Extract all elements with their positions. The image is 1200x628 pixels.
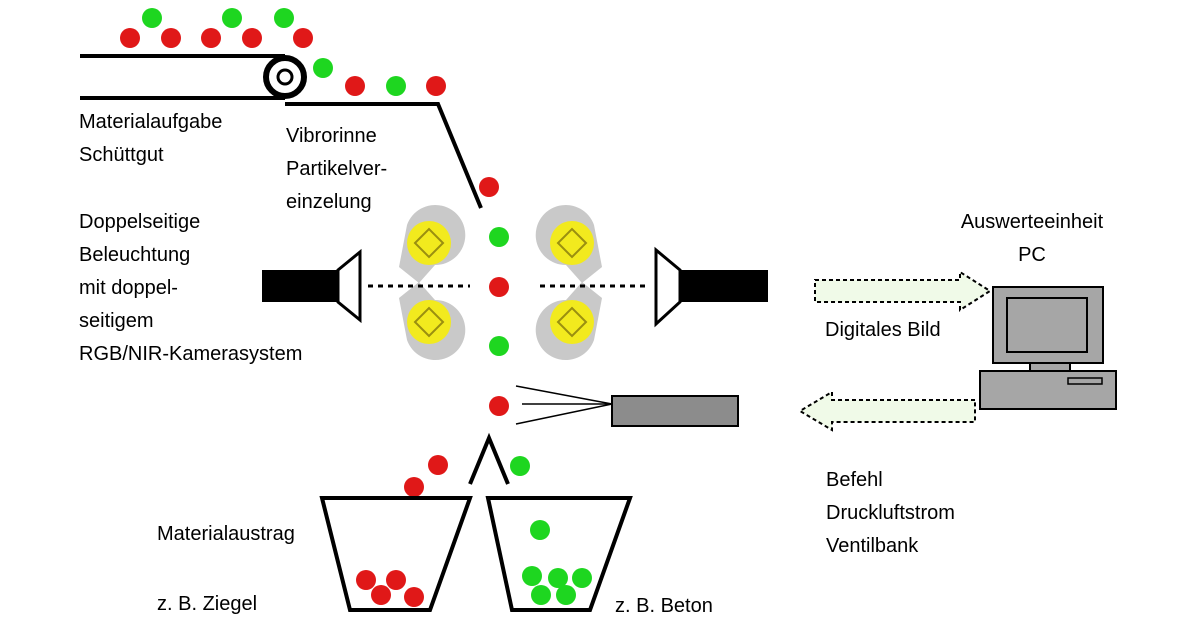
label-vibro: Vibrorinne Partikelver- einzelung (286, 120, 387, 219)
label-example-left: z. B. Ziegel (157, 593, 258, 615)
lamp-icon (534, 204, 603, 284)
label-feed-line-1: Materialaufgabe (79, 111, 223, 133)
label-evaluation-line-2: PC (1018, 244, 1046, 266)
green-particle (313, 58, 333, 78)
red-particle (404, 477, 424, 497)
green-particle (142, 8, 162, 28)
vibro-chute (285, 102, 483, 209)
label-lighting-line-2: Beleuchtung (79, 244, 191, 266)
label-discharge: Materialaustrag (157, 523, 295, 545)
red-particle (426, 76, 446, 96)
red-particle (386, 570, 406, 590)
label-command: Befehl Druckluftstrom Ventilbank (826, 464, 955, 563)
block-arrow-icon (798, 390, 976, 432)
lamp-icon (534, 281, 603, 361)
green-particle (548, 568, 568, 588)
label-lighting: Doppelseitige Beleuchtung mit doppel- se… (79, 206, 302, 371)
label-vibro-line-2: Partikelver- (286, 158, 388, 180)
label-command-line-1: Befehl (826, 469, 883, 491)
lamp-icon (398, 281, 467, 361)
label-lighting-line-1: Doppelseitige (79, 211, 201, 233)
camera-icon (654, 246, 768, 328)
label-lighting-line-5: RGB/NIR-Kamerasystem (79, 343, 303, 365)
splitter (468, 432, 510, 485)
label-lighting-line-3: mit doppel- (79, 277, 178, 299)
label-lighting-line-4: seitigem (79, 310, 154, 332)
green-particle (530, 520, 550, 540)
label-command-line-2: Druckluftstrom (826, 502, 955, 524)
lamp-icon (398, 204, 467, 284)
green-particle (386, 76, 406, 96)
bin-right-particles (522, 520, 592, 605)
block-arrow-icon (814, 270, 992, 312)
label-evaluation: Auswerteeinheit PC (957, 206, 1107, 272)
label-vibro-line-1: Vibrorinne (286, 125, 377, 147)
green-particle (556, 585, 576, 605)
green-particle (531, 585, 551, 605)
label-vibro-line-3: einzelung (286, 191, 372, 213)
red-particle (479, 177, 499, 197)
red-particle (161, 28, 181, 48)
label-feed-line-2: Schüttgut (79, 144, 164, 166)
computer-icon (979, 286, 1117, 410)
green-particle (489, 227, 509, 247)
label-feed: Materialaufgabe Schüttgut (79, 106, 222, 172)
red-particle (201, 28, 221, 48)
green-particle (510, 456, 530, 476)
label-command-line-3: Ventilbank (826, 535, 919, 557)
green-particle (572, 568, 592, 588)
red-particle (371, 585, 391, 605)
conveyor-belt (80, 54, 307, 100)
green-particle (522, 566, 542, 586)
label-evaluation-line-1: Auswerteeinheit (960, 211, 1104, 233)
air-jet-lines (515, 385, 613, 425)
green-particle (274, 8, 294, 28)
bin-left (319, 496, 473, 612)
red-particle (345, 76, 365, 96)
red-particle (428, 455, 448, 475)
red-particle (356, 570, 376, 590)
label-example-right: z. B. Beton (615, 595, 713, 617)
red-particle (120, 28, 140, 48)
particles-falling (404, 177, 530, 497)
red-particle (489, 277, 509, 297)
label-digital-image: Digitales Bild (825, 319, 941, 341)
red-particle (489, 396, 509, 416)
camera-icon (262, 248, 362, 324)
bin-left-particles (356, 570, 424, 607)
red-particle (404, 587, 424, 607)
red-particle (293, 28, 313, 48)
particles-feed (120, 8, 446, 96)
valve-bank-icon (611, 395, 739, 427)
green-particle (222, 8, 242, 28)
red-particle (242, 28, 262, 48)
green-particle (489, 336, 509, 356)
bin-right (485, 496, 633, 612)
